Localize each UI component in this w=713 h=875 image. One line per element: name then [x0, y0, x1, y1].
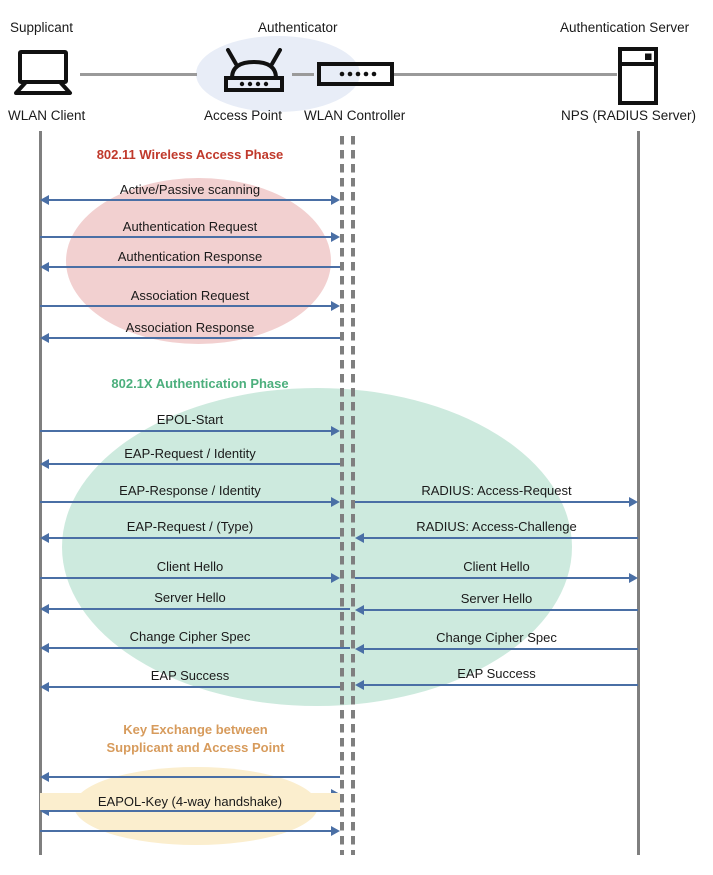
- message-label-association-response: Association Response: [125, 320, 255, 335]
- wireless-router-icon: [218, 48, 290, 101]
- message-label-radius-access-challenge: RADIUS: Access-Challenge: [416, 519, 577, 534]
- message-label-authentication-request: Authentication Request: [122, 219, 258, 234]
- message-label-eap-response-identity: EAP-Response / Identity: [119, 483, 261, 498]
- message-label-client-hello-right: Client Hello: [463, 559, 530, 574]
- role-title-supplicant: Supplicant: [10, 20, 74, 35]
- phase-caption-dot1x-authentication: 802.1X Authentication Phase: [111, 376, 289, 391]
- laptop-icon: [12, 50, 74, 101]
- message-label-eap-success-right: EAP Success: [457, 666, 536, 681]
- lifeline-supplicant: [39, 131, 42, 855]
- message-label-eapol-key-4-way-handshake: EAPOL-Key (4-way handshake): [40, 793, 340, 810]
- message-label-server-hello-left: Server Hello: [154, 590, 226, 605]
- node-label-nps-radius-server: NPS (RADIUS Server): [561, 108, 697, 123]
- lifeline-access-point: [340, 131, 344, 855]
- message-label-epol-start: EPOL-Start: [156, 412, 224, 427]
- phase-ellipse-wireless-access: [66, 178, 331, 344]
- message-label-association-request: Association Request: [130, 288, 250, 303]
- node-label-access-point: Access Point: [204, 108, 283, 123]
- phase-ellipse-dot1x-authentication: [62, 388, 572, 706]
- message-label-server-hello-right: Server Hello: [460, 591, 533, 606]
- message-label-radius-access-request: RADIUS: Access-Request: [421, 483, 572, 498]
- server-rack-icon: [617, 47, 659, 110]
- node-label-wlan-client: WLAN Client: [8, 108, 86, 123]
- wire-ap-to-controller: [292, 73, 314, 76]
- phase-caption-wireless-access: 802.11 Wireless Access Phase: [96, 147, 284, 162]
- message-label-change-cipher-spec-left: Change Cipher Spec: [129, 629, 251, 644]
- message-label-change-cipher-spec-right: Change Cipher Spec: [436, 630, 557, 645]
- node-label-wlan-controller: WLAN Controller: [304, 108, 406, 123]
- wire-controller-to-server: [394, 73, 617, 76]
- message-label-eap-request-type: EAP-Request / (Type): [126, 519, 254, 534]
- message-label-authentication-response: Authentication Response: [117, 249, 263, 264]
- lifeline-wlan-controller: [351, 131, 355, 855]
- message-label-eap-success-left: EAP Success: [150, 668, 230, 683]
- authenticator-grouping-blob: [196, 36, 360, 112]
- role-title-authentication-server: Authentication Server: [560, 20, 690, 35]
- phase-caption-key-exchange-line2: Supplicant and Access Point: [106, 740, 285, 755]
- message-label-active-passive-scanning: Active/Passive scanning: [119, 182, 261, 197]
- lifeline-authentication-server: [637, 131, 640, 855]
- message-label-client-hello-left: Client Hello: [156, 559, 224, 574]
- role-title-authenticator: Authenticator: [258, 20, 338, 35]
- message-label-eap-request-identity: EAP-Request / Identity: [124, 446, 256, 461]
- phase-caption-key-exchange-line1: Key Exchange between: [123, 722, 268, 737]
- wire-client-to-ap: [80, 73, 197, 76]
- wlan-controller-icon: [317, 62, 394, 91]
